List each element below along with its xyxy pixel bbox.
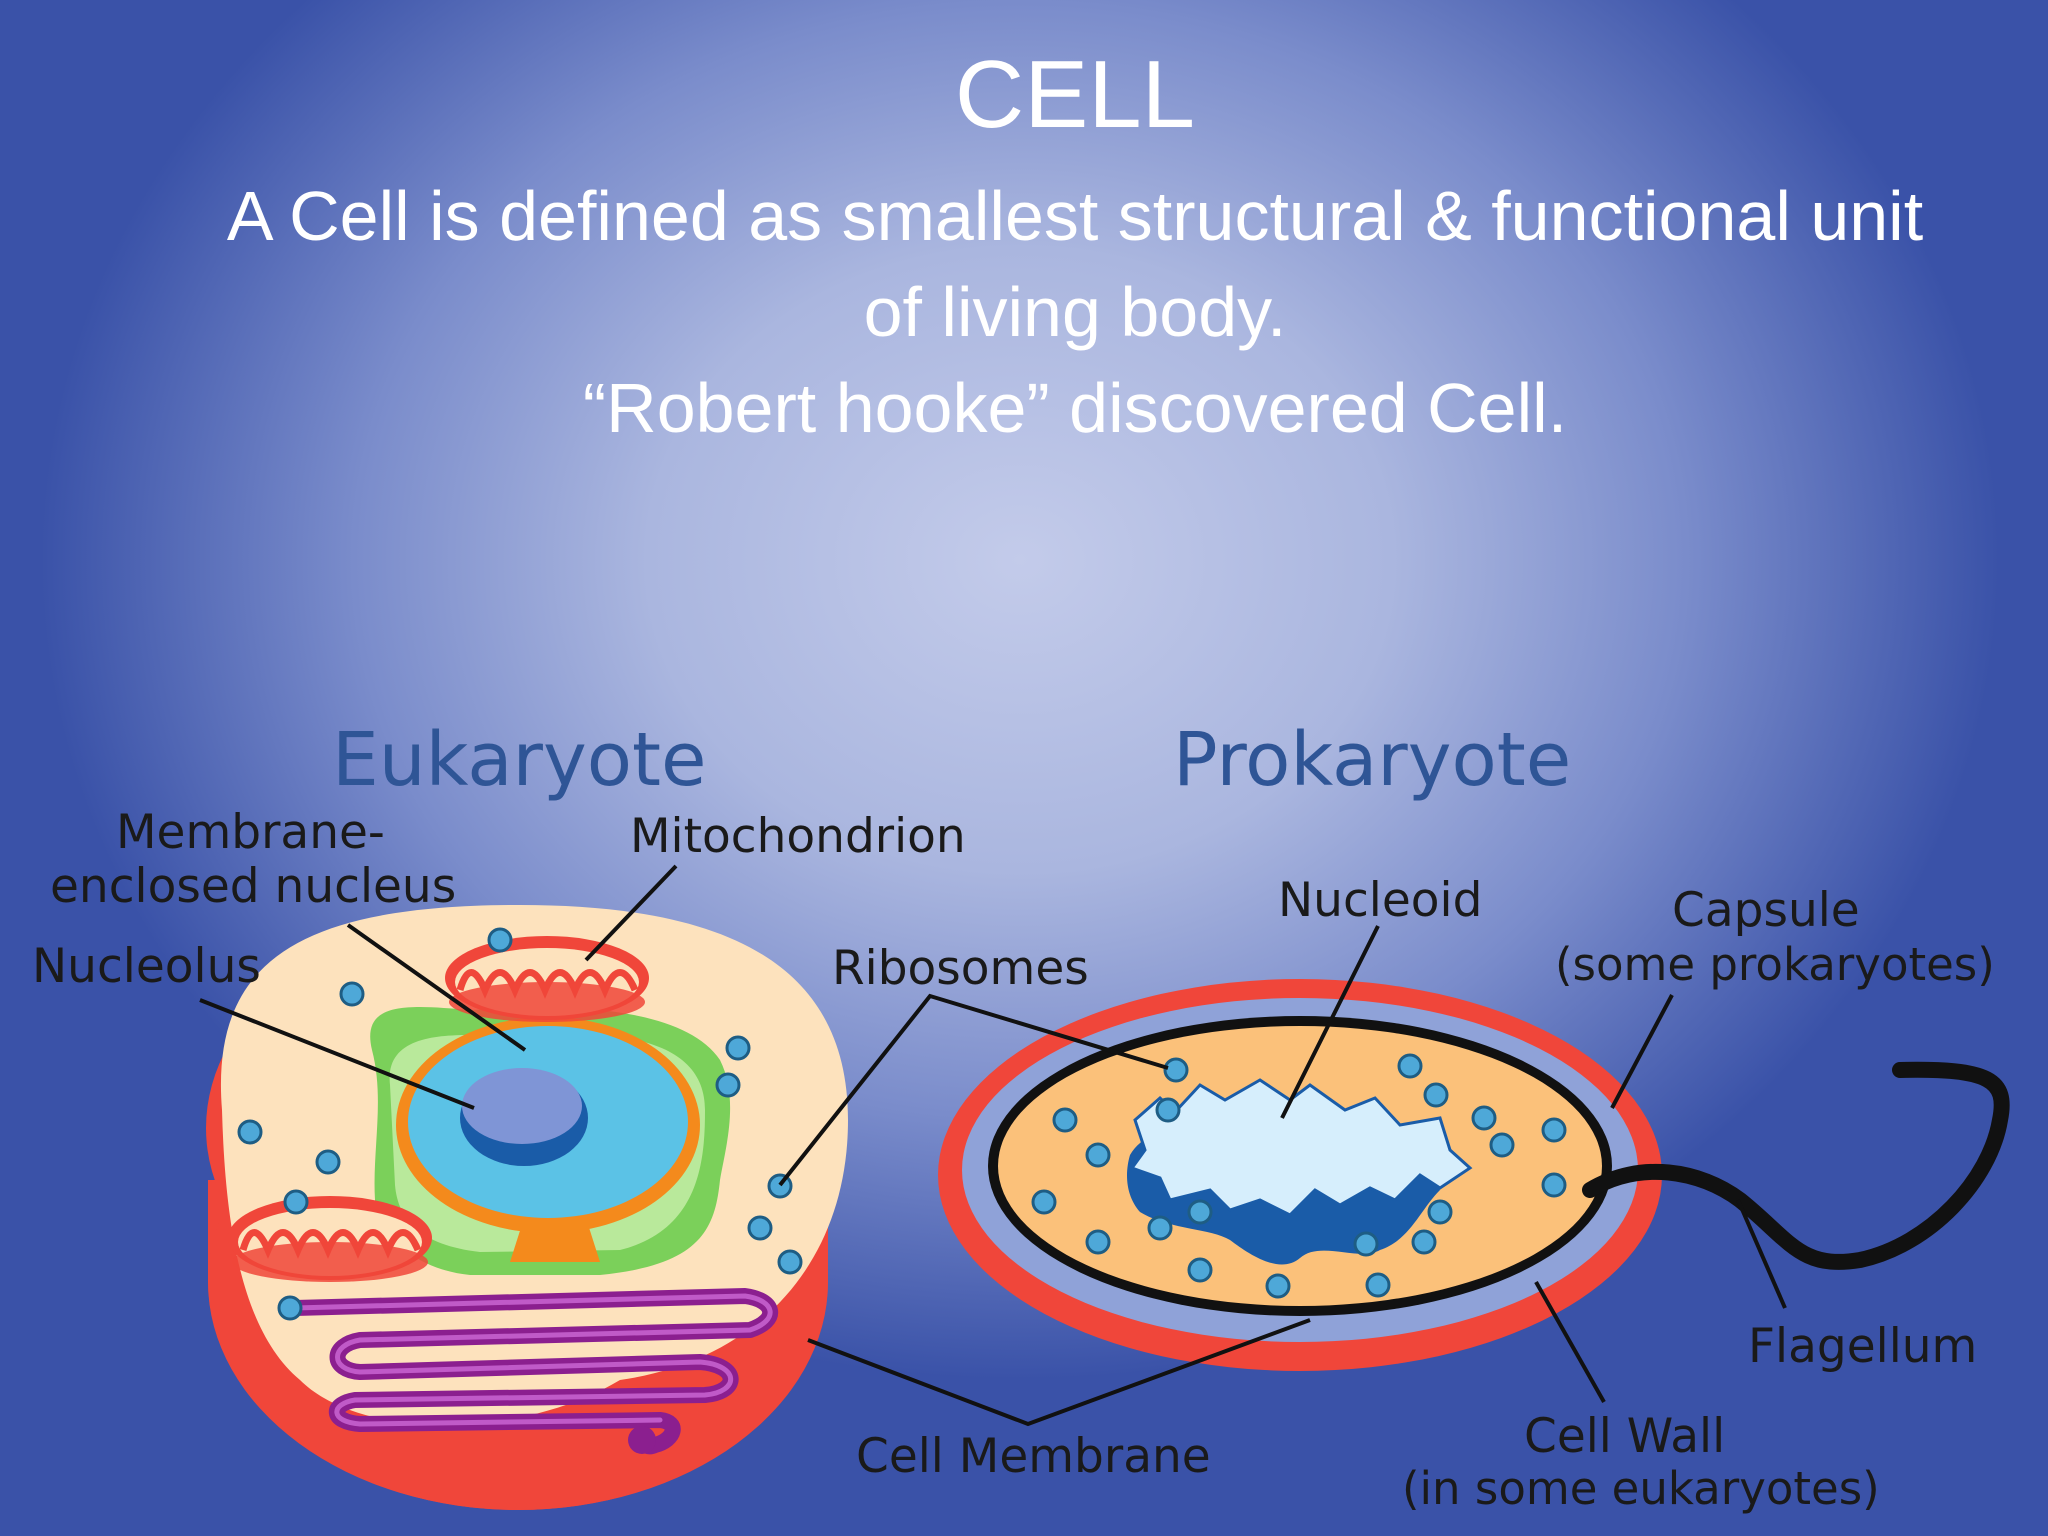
leader-nucleoid xyxy=(1280,925,1380,1119)
subtitle-line-3: “Robert hooke” discovered Cell. xyxy=(582,369,1568,447)
leader-nucleus xyxy=(346,923,527,1052)
eukaryote-heading: Eukaryote xyxy=(332,717,707,803)
leader-lines xyxy=(199,864,1787,1427)
nucleus-pore-bottom xyxy=(510,1215,600,1262)
label-membrane-nucleus-line1: Membrane- xyxy=(116,805,385,860)
label-capsule: Capsule xyxy=(1672,883,1860,938)
label-nucleolus: Nucleolus xyxy=(32,939,261,994)
eukaryote-cell xyxy=(206,905,849,1510)
subtitle-line-1: A Cell is defined as smallest structural… xyxy=(226,177,1924,255)
leader-cell-membrane xyxy=(807,1318,1311,1427)
prokaryote-ribosomes xyxy=(1031,1053,1567,1299)
label-cell-wall-note: (in some eukaryotes) xyxy=(1402,1462,1880,1515)
label-flagellum: Flagellum xyxy=(1748,1319,1977,1374)
leader-nucleolus xyxy=(199,998,475,1110)
slide-subtitle: A Cell is defined as smallest structural… xyxy=(170,168,1980,456)
label-mitochondrion: Mitochondrion xyxy=(630,809,966,864)
leader-ribosomes xyxy=(778,993,1169,1187)
leader-mitochondrion xyxy=(584,864,678,962)
label-ribosomes: Ribosomes xyxy=(832,941,1089,996)
eukaryote-ribosomes xyxy=(237,927,803,1321)
flagellum xyxy=(1582,1061,2010,1270)
golgi-highlight xyxy=(292,1293,773,1427)
leader-flagellum xyxy=(1736,1199,1787,1309)
label-nucleoid: Nucleoid xyxy=(1278,873,1482,928)
subtitle-line-2: of living body. xyxy=(863,273,1287,351)
prokaryote-cell xyxy=(938,979,2010,1371)
mitochondrion-upper xyxy=(445,936,649,1022)
prokaryote-heading: Prokaryote xyxy=(1173,717,1571,803)
label-membrane-nucleus-line2: enclosed nucleus xyxy=(50,859,456,914)
leader-capsule xyxy=(1610,994,1674,1109)
nucleolus-top xyxy=(462,1068,582,1144)
leader-cell-wall xyxy=(1534,1281,1606,1403)
mitochondrion-lower xyxy=(228,1196,432,1282)
nucleoid xyxy=(1129,1078,1473,1217)
label-capsule-note: (some prokaryotes) xyxy=(1555,938,1995,991)
slide-title: CELL xyxy=(954,41,1196,148)
label-cell-membrane: Cell Membrane xyxy=(856,1429,1211,1484)
label-cell-wall: Cell Wall xyxy=(1524,1409,1725,1464)
golgi-vesicle xyxy=(628,1426,656,1454)
